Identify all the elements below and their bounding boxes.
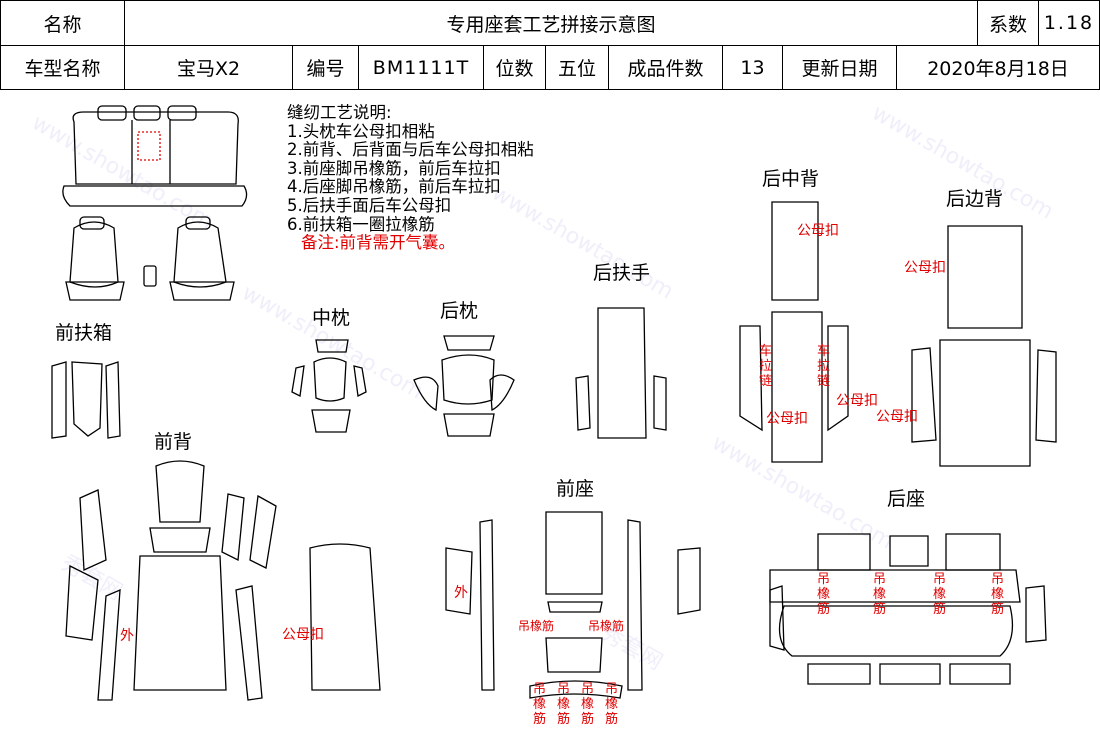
label-rear-side-back: 后边背 bbox=[946, 188, 1004, 210]
elastic-annotation: 吊橡筋 bbox=[990, 572, 1004, 617]
snap-annotation: 公母扣 bbox=[836, 393, 878, 409]
elastic-annotation: 吊橡筋 bbox=[604, 682, 618, 727]
zipper-annotation: 车拉链 bbox=[816, 344, 830, 389]
headrest-piece bbox=[143, 265, 157, 287]
seats-label: 位数 bbox=[495, 58, 534, 80]
pattern-drawing bbox=[51, 105, 1057, 701]
name-label-cell: 名称 bbox=[0, 0, 125, 46]
note-item: 2.前背、后背面与后车公母扣相粘 bbox=[287, 140, 534, 160]
rear-pillow-pieces bbox=[413, 335, 515, 437]
sewing-notes: 缝纫工艺说明: 1.头枕车公母扣相粘 2.前背、后背面与后车公母扣相粘 3.前座… bbox=[287, 103, 534, 253]
rear-bench-overview bbox=[62, 105, 248, 207]
note-item: 6.前扶箱一圈拉橡筋 bbox=[287, 214, 435, 234]
pieces-value: 13 bbox=[740, 56, 765, 79]
elastic-annotation: 吊橡筋 bbox=[588, 619, 625, 633]
snap-annotation: 公母扣 bbox=[876, 409, 918, 425]
elastic-annotation: 吊橡筋 bbox=[872, 572, 886, 617]
note-item: 3.前座脚吊橡筋，前后车拉扣 bbox=[287, 158, 501, 178]
model-label-cell: 车型名称 bbox=[0, 45, 125, 90]
notes-title: 缝纫工艺说明: bbox=[287, 103, 392, 122]
coef-label: 系数 bbox=[988, 13, 1027, 36]
coef-value: 1.18 bbox=[1043, 12, 1095, 34]
rear-middle-back-pieces bbox=[739, 201, 849, 463]
label-front-seat: 前座 bbox=[556, 478, 595, 500]
label-front-armrest-box: 前扶箱 bbox=[55, 322, 113, 344]
elastic-annotation: 吊橡筋 bbox=[580, 682, 594, 727]
snap-annotation: 公母扣 bbox=[766, 411, 808, 427]
date-label: 更新日期 bbox=[801, 58, 878, 80]
pieces-label: 成品件数 bbox=[627, 58, 704, 80]
rear-seat-pieces bbox=[769, 533, 1047, 685]
seats-value: 五位 bbox=[557, 58, 596, 80]
front-back-pieces bbox=[65, 460, 381, 701]
pieces-value-cell: 13 bbox=[722, 45, 783, 90]
date-value: 2020年8月18日 bbox=[927, 58, 1069, 80]
label-front-back: 前背 bbox=[154, 431, 193, 453]
zipper-annotation: 车拉链 bbox=[758, 344, 772, 389]
snap-annotation: 公母扣 bbox=[904, 260, 946, 276]
code-value-cell: BM1111T bbox=[358, 45, 484, 90]
date-label-cell: 更新日期 bbox=[782, 45, 897, 90]
label-rear-middle-back: 后中背 bbox=[762, 168, 820, 190]
seats-label-cell: 位数 bbox=[483, 45, 546, 90]
model-value: 宝马X2 bbox=[176, 58, 241, 80]
outer-annotation: 外 bbox=[120, 628, 134, 644]
label-rear-seat: 后座 bbox=[887, 488, 926, 510]
elastic-annotation: 吊橡筋 bbox=[816, 572, 830, 617]
note-item: 4.后座脚吊橡筋，前后车拉扣 bbox=[287, 177, 501, 197]
coef-value-cell: 1.18 bbox=[1038, 0, 1100, 46]
pieces-label-cell: 成品件数 bbox=[608, 45, 723, 90]
code-label: 编号 bbox=[306, 58, 345, 80]
label-rear-pillow: 后枕 bbox=[440, 300, 479, 322]
header-table: 名称 专用座套工艺拼接示意图 系数 1.18 车型名称 宝马X2 编号 BM11… bbox=[0, 0, 1100, 90]
rear-armrest-pieces bbox=[575, 307, 667, 439]
middle-pillow-pieces bbox=[291, 339, 367, 433]
elastic-annotation: 吊橡筋 bbox=[518, 619, 555, 633]
elastic-annotation: 吊橡筋 bbox=[532, 682, 546, 727]
label-rear-armrest: 后扶手 bbox=[593, 262, 651, 284]
name-label: 名称 bbox=[43, 13, 82, 36]
outer-annotation: 外 bbox=[454, 585, 468, 601]
notes-remark: 备注:前背需开气囊。 bbox=[301, 233, 456, 253]
seats-value-cell: 五位 bbox=[545, 45, 609, 90]
code-value: BM1111T bbox=[372, 56, 470, 79]
note-item: 5.后扶手面后车公母扣 bbox=[287, 195, 452, 215]
snap-annotation: 公母扣 bbox=[282, 627, 324, 643]
model-value-cell: 宝马X2 bbox=[124, 45, 293, 90]
front-armrest-box-pieces bbox=[51, 361, 121, 439]
front-seat-pieces bbox=[445, 511, 701, 699]
note-item: 1.头枕车公母扣相粘 bbox=[287, 121, 435, 141]
model-label: 车型名称 bbox=[24, 58, 101, 80]
front-seat-overview-left bbox=[65, 216, 125, 301]
snap-annotation: 公母扣 bbox=[797, 223, 839, 239]
elastic-annotation: 吊橡筋 bbox=[932, 572, 946, 617]
code-label-cell: 编号 bbox=[292, 45, 359, 90]
elastic-annotation: 吊橡筋 bbox=[556, 682, 570, 727]
page-title: 专用座套工艺拼接示意图 bbox=[446, 13, 656, 36]
label-middle-pillow: 中枕 bbox=[312, 307, 351, 329]
front-seat-overview-right bbox=[169, 216, 235, 301]
title-cell: 专用座套工艺拼接示意图 bbox=[124, 0, 978, 46]
date-value-cell: 2020年8月18日 bbox=[896, 45, 1100, 90]
coef-label-cell: 系数 bbox=[977, 0, 1039, 46]
rear-side-back-pieces bbox=[911, 225, 1057, 467]
